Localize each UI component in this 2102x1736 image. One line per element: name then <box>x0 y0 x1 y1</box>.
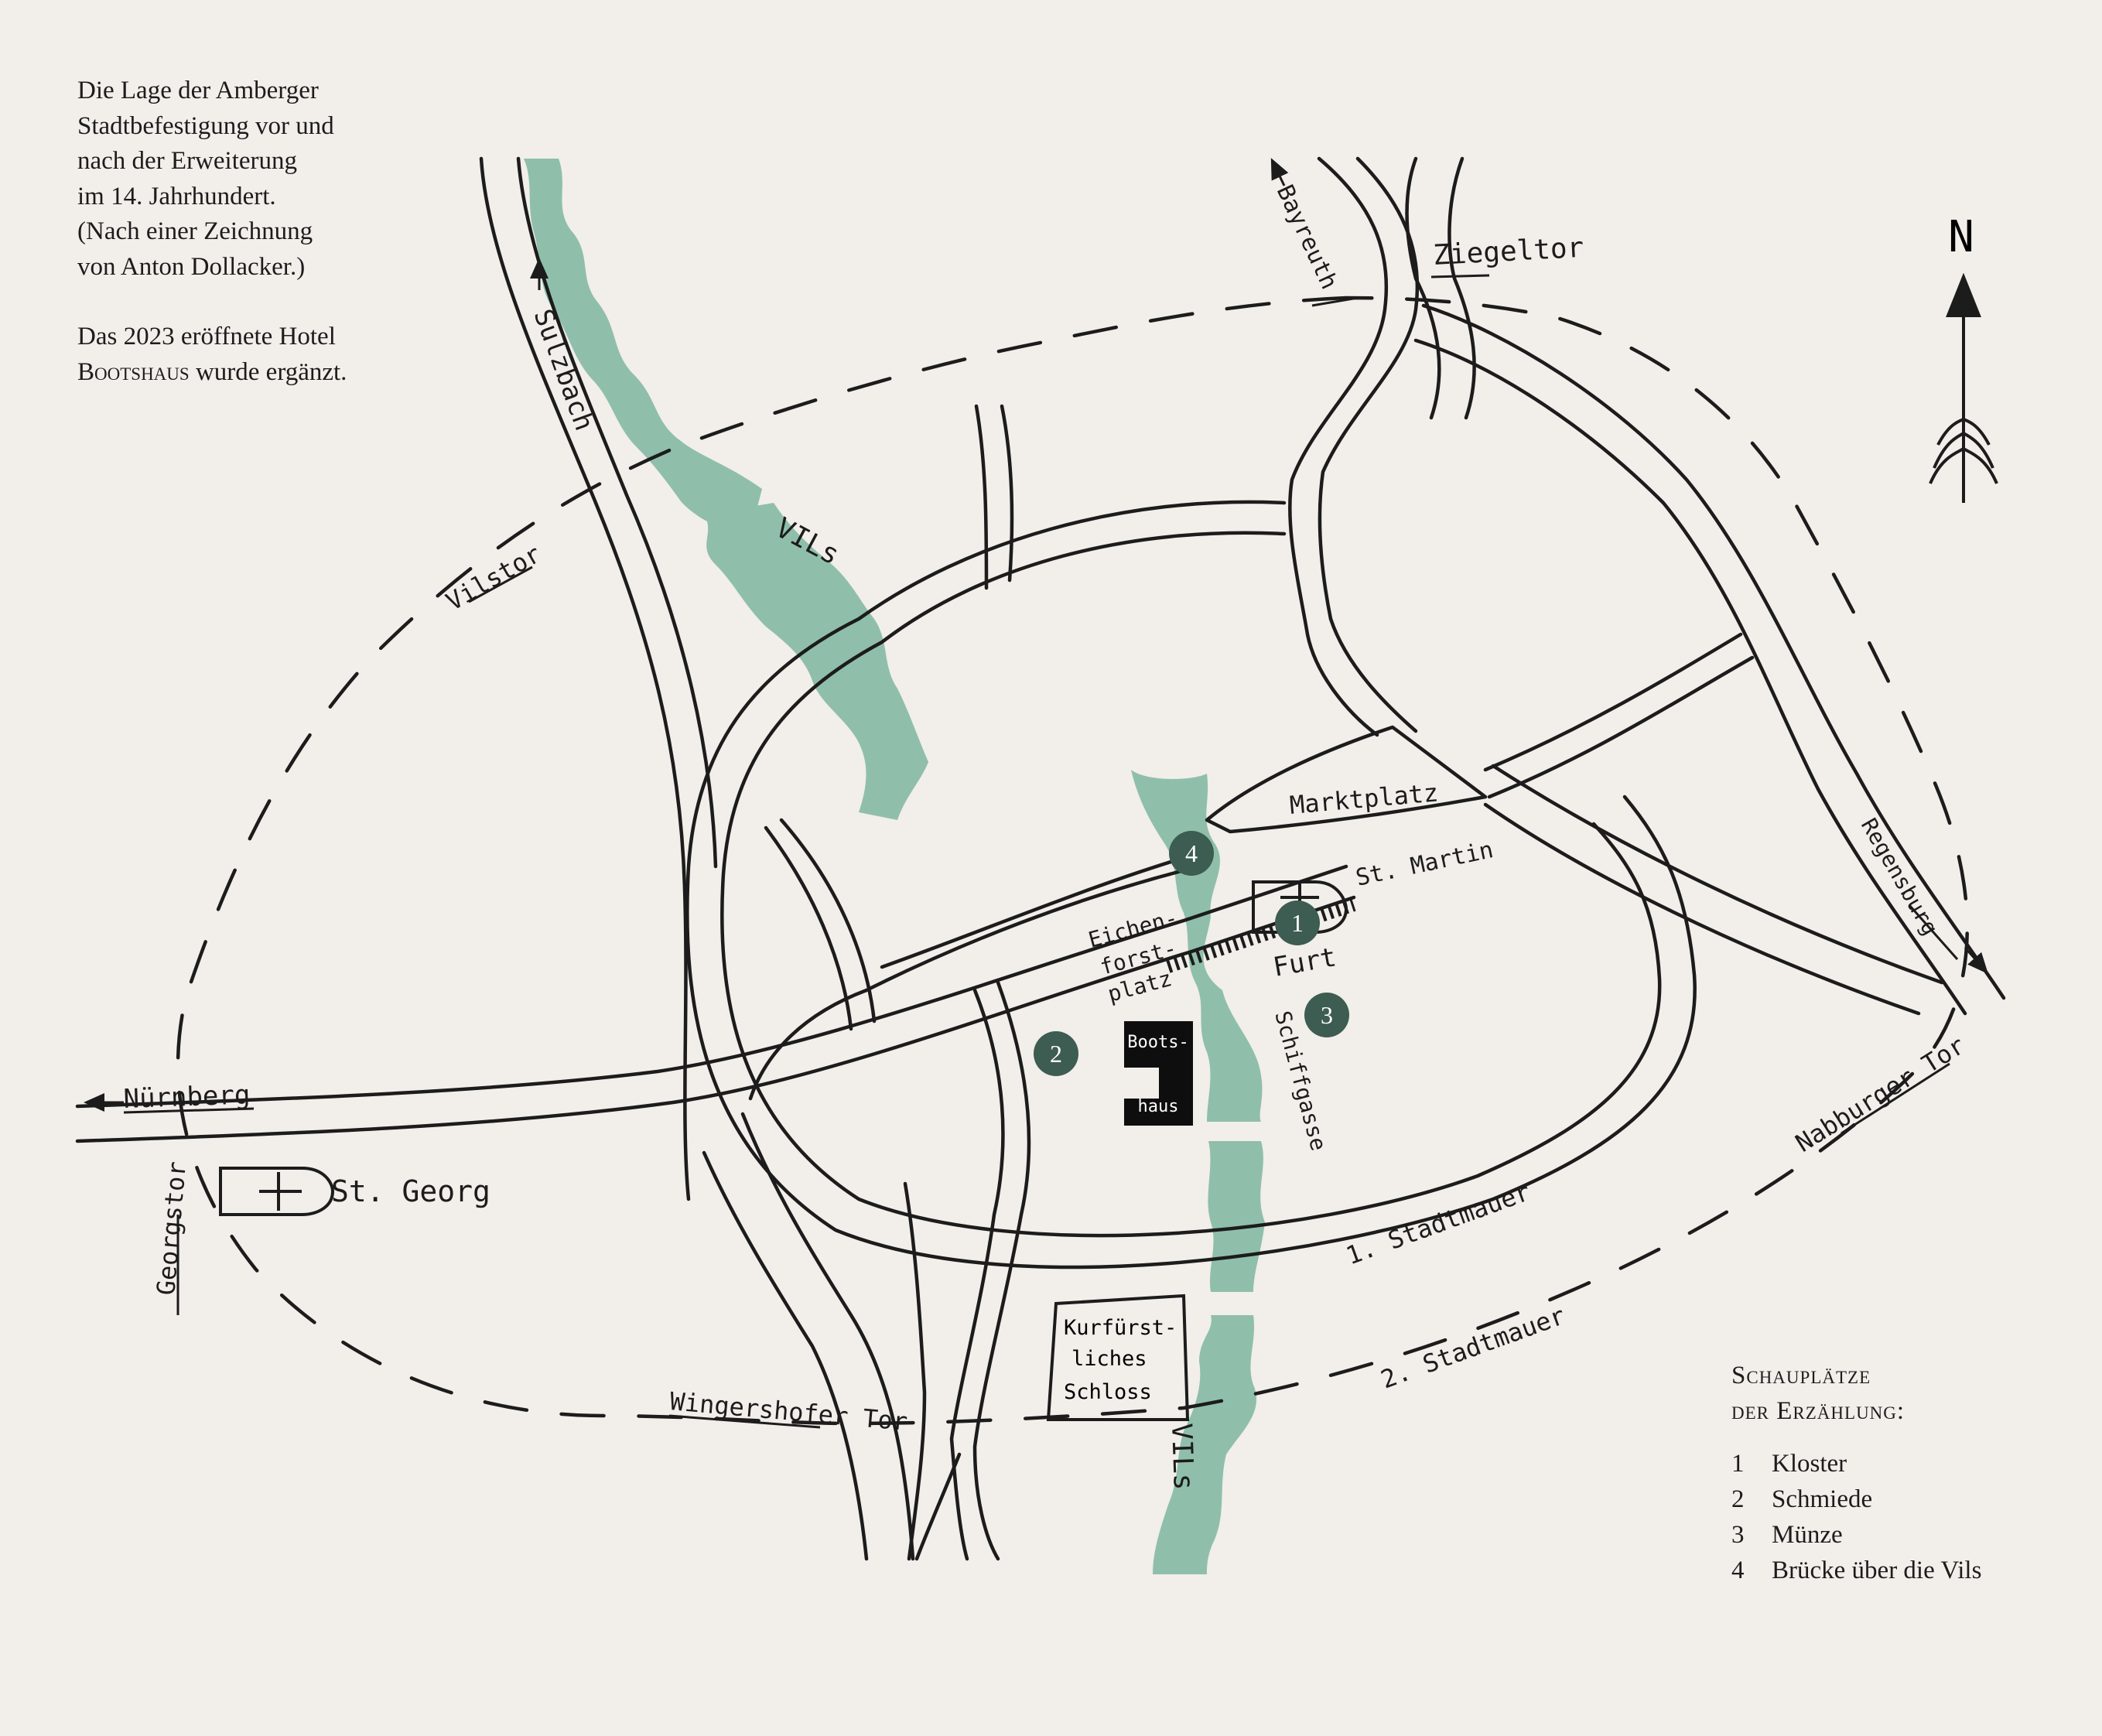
road-east-upper <box>1483 632 1743 772</box>
marker-3: 3 <box>1304 993 1349 1037</box>
intro-description: Die Lage der Amberger Stadtbefestigung v… <box>77 73 418 285</box>
svg-text:1: 1 <box>1291 909 1304 937</box>
church-st-georg <box>219 1167 335 1216</box>
intro-note: Das 2023 eröffnete Hotel Bootshaus wurde… <box>77 320 418 390</box>
road-east-lower <box>1487 655 1755 799</box>
schloss-label-1: Kurfürst- <box>1064 1316 1177 1340</box>
road-east-diag-b <box>1491 764 1944 985</box>
river-vils-center <box>1131 770 1263 1122</box>
river-vils-south <box>1153 1141 1265 1574</box>
road-north-right <box>1000 404 1014 583</box>
label-st-georg: St. Georg <box>331 1174 490 1208</box>
road-ziegeltor-left <box>1405 156 1441 420</box>
legend-num: 2 <box>1731 1485 1745 1513</box>
bootshaus-label-2: haus <box>1138 1097 1179 1116</box>
city-wall-2 <box>176 296 1969 1426</box>
road-ring-inner <box>720 531 1662 1238</box>
svg-text:2: 2 <box>1050 1040 1062 1068</box>
legend-item: 1 Kloster <box>1731 1446 1981 1481</box>
road-southwest-b <box>779 818 877 1023</box>
roads <box>75 156 2006 1561</box>
legend-title-1: Schauplätze <box>1731 1362 1871 1389</box>
road-regensburg-lower <box>1413 338 1967 1016</box>
label-stadtmauer-2: 2. Stadtmauer <box>1377 1300 1569 1394</box>
road-north-left <box>974 404 989 590</box>
marker-4: 4 <box>1169 831 1214 876</box>
bootshaus-building: Boots- haus <box>1124 1021 1193 1126</box>
intro-line: von Anton Dollacker.) <box>77 252 306 281</box>
road-south-right <box>949 988 1005 1561</box>
river-vils-north <box>524 159 762 534</box>
label-ziegeltor: Ziegeltor <box>1432 232 1584 272</box>
map-labels: VILs VILs Sulzbach Bayreuth Ziegeltor Vi… <box>123 181 1970 1491</box>
label-georgstor: Georgstor <box>151 1160 192 1297</box>
label-marktplatz: Marktplatz <box>1288 777 1439 820</box>
road-wingershof-b <box>702 1150 869 1561</box>
legend-label: Kloster <box>1772 1450 1847 1478</box>
north-label: N <box>1948 212 1974 262</box>
legend-label: Schmiede <box>1772 1485 1873 1513</box>
legend-item: 3 Münze <box>1731 1517 1981 1553</box>
intro-note-line: Das 2023 eröffnete Hotel <box>77 323 336 350</box>
label-naabburger-tor: Nabburger Tor <box>1790 1030 1970 1158</box>
road-south-left <box>972 980 1031 1561</box>
svg-text:4: 4 <box>1185 839 1198 867</box>
road-center-sw-a <box>748 864 1201 1101</box>
river-vils-middle <box>704 503 928 820</box>
intro-line: (Nach einer Zeichnung <box>77 217 313 245</box>
intro-text: Die Lage der Amberger Stadtbefestigung v… <box>77 73 418 425</box>
schloss-label-3: Schloss <box>1064 1380 1152 1404</box>
markers: 1 2 3 4 <box>1034 831 1349 1076</box>
label-vils-south: VILs <box>1165 1423 1199 1491</box>
schloss-box: Kurfürst- liches Schloss <box>1046 1293 1190 1421</box>
svg-text:3: 3 <box>1321 1001 1333 1029</box>
road-south-branch-b <box>903 1181 927 1561</box>
road-center-sw-b <box>880 849 1209 969</box>
intro-note-brand: Bootshaus <box>77 357 190 386</box>
road-ring-outer <box>685 500 1697 1270</box>
legend-num: 1 <box>1731 1450 1745 1478</box>
legend-items: 1 Kloster 2 Schmiede 3 Münze 4 Brücke über d… <box>1731 1446 1981 1588</box>
marker-1: 1 <box>1275 900 1320 945</box>
road-nuernberg-upper <box>75 864 1348 1109</box>
intro-line: nach der Erweiterung <box>77 147 298 175</box>
legend-num: 4 <box>1731 1557 1745 1584</box>
legend-label: Münze <box>1772 1521 1843 1549</box>
road-wingershof-a <box>740 1112 915 1561</box>
schloss-label-2: liches <box>1072 1347 1147 1371</box>
road-nuernberg-lower <box>75 895 1356 1143</box>
river-vils <box>524 159 1265 1574</box>
intro-line: Die Lage der Amberger <box>77 77 319 104</box>
legend-item: 4 Brücke über die Vils <box>1731 1553 1981 1588</box>
marker-2: 2 <box>1034 1031 1078 1076</box>
legend-title-2: der Erzählung: <box>1731 1397 1905 1425</box>
road-south-branch-a <box>914 1452 962 1561</box>
intro-note-rest: wurde ergänzt. <box>189 357 347 386</box>
marktplatz-outline <box>1205 725 1488 834</box>
road-bayreuth-left <box>1288 156 1389 737</box>
road-regensburg-upper <box>1421 303 2006 1000</box>
intro-line: im 14. Jahrhundert. <box>77 182 276 210</box>
road-ziegeltor-right <box>1447 156 1476 420</box>
legend-item: 2 Schmiede <box>1731 1481 1981 1517</box>
label-bayreuth: Bayreuth <box>1271 181 1343 294</box>
label-furt: Furt <box>1271 941 1339 983</box>
label-stadtmauer-1: 1. Stadtmauer <box>1342 1177 1534 1270</box>
label-st-martin: St. Martin <box>1353 836 1495 892</box>
road-bayreuth-right <box>1318 156 1420 733</box>
label-wingershofer-tor: Wingershofer Tor <box>668 1386 908 1437</box>
label-underlines <box>84 158 1988 1429</box>
road-east-diag-a <box>1483 802 1921 1016</box>
north-arrow-icon <box>1929 272 1998 503</box>
road-sulzbach-left <box>479 156 691 1201</box>
bootshaus-label-1: Boots- <box>1127 1033 1188 1052</box>
legend-num: 3 <box>1731 1521 1745 1549</box>
legend-label: Brücke über die Vils <box>1772 1557 1982 1584</box>
legend: Schauplätze der Erzählung: 1 Kloster 2 Sch… <box>1731 1358 1981 1588</box>
road-southwest-a <box>764 825 853 1031</box>
furt-crossing <box>1166 899 1356 973</box>
intro-line: Stadtbefestigung vor und <box>77 111 334 140</box>
